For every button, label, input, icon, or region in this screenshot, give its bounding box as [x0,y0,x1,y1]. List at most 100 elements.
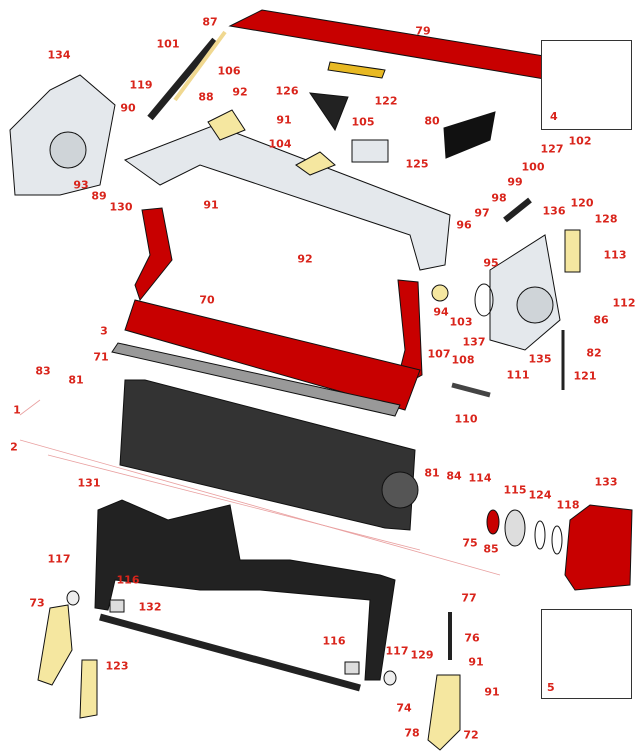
callout-98: 98 [491,191,507,205]
callout-87: 87 [202,15,218,29]
part-87-rod [173,30,227,102]
callout-101: 101 [156,37,180,51]
callout-93: 93 [73,178,89,192]
callout-121: 121 [573,369,597,383]
callout-133: 133 [594,475,618,489]
callout-91: 91 [276,113,292,127]
callout-129: 129 [410,648,434,662]
callout-75: 75 [462,536,478,550]
callout-108: 108 [451,353,475,367]
part-137-oring [474,283,494,317]
part-105-handle [351,139,389,163]
callout-112: 112 [612,296,636,310]
callout-103: 103 [449,315,473,329]
callout-90: 90 [120,101,136,115]
callout-117: 117 [47,552,71,566]
part-135-bearing [516,286,554,324]
callout-116: 116 [116,573,140,587]
callout-114: 114 [468,471,492,485]
part-88-bracket [207,109,246,141]
part-94-cap [431,284,449,302]
callout-111: 111 [506,368,530,382]
part-133-cover [564,504,633,591]
part-115-bearing [504,509,526,547]
callout-132: 132 [138,600,162,614]
kit-4-label: 4 [550,110,558,123]
callout-125: 125 [405,157,429,171]
callout-94: 94 [433,305,449,319]
part-124-ring [534,520,546,550]
callout-119: 119 [129,78,153,92]
part-70-bedbar [124,299,421,411]
part-72-bracket [427,674,461,751]
callout-104: 104 [268,137,292,151]
part-117-bushing-b [383,670,397,686]
callout-92: 92 [297,252,313,266]
callout-89: 89 [91,189,107,203]
callout-2: 2 [10,440,18,454]
part-132-roller [99,613,361,692]
callout-131: 131 [77,476,101,490]
callout-72: 72 [463,728,479,742]
callout-91: 91 [484,685,500,699]
callout-137: 137 [462,335,486,349]
callout-118: 118 [556,498,580,512]
callout-116: 116 [322,634,346,648]
part-118-ring [551,525,563,555]
callout-80: 80 [424,114,440,128]
callout-96: 96 [456,218,472,232]
callout-83: 83 [35,364,51,378]
part-99-bolt [503,197,532,223]
callout-81: 81 [424,466,440,480]
callout-81: 81 [68,373,84,387]
part-110-shaft [451,382,491,398]
callout-79: 79 [415,24,431,38]
part-122-decal [327,61,386,79]
callout-91: 91 [468,655,484,669]
callout-77: 77 [461,591,477,605]
callout-107: 107 [427,347,451,361]
part-134-bearing [49,131,87,169]
part-116-bushing-b [344,661,360,675]
kit-5-box: 5 [541,609,632,699]
part-73-bracket [37,604,73,686]
part-128-shims [564,229,581,273]
part-104-bracket [295,151,336,176]
callout-106: 106 [217,64,241,78]
callout-122: 122 [374,94,398,108]
callout-70: 70 [199,293,215,307]
part-101-roller-shaft [147,37,218,121]
callout-74: 74 [396,701,412,715]
callout-99: 99 [507,175,523,189]
callout-128: 128 [594,212,618,226]
callout-84: 84 [446,469,462,483]
part-117-bushing-a [66,590,80,606]
callout-92: 92 [232,85,248,99]
part-131-roller-bracket [94,499,396,681]
callout-124: 124 [528,488,552,502]
part-reel-end [381,471,419,509]
part-126-deflector [308,92,349,132]
callout-126: 126 [275,84,299,98]
callout-110: 110 [454,412,478,426]
callout-135: 135 [528,352,552,366]
callout-127: 127 [540,142,564,156]
callout-88: 88 [198,90,214,104]
part-125-main-frame [123,124,451,271]
callout-3: 3 [100,324,108,338]
part-reel [119,379,416,531]
callout-134: 134 [47,48,71,62]
part-85-seal [486,509,500,535]
leader-lines [19,399,501,576]
callout-123: 123 [105,659,129,673]
callout-102: 102 [568,134,592,148]
callout-115: 115 [503,483,527,497]
callout-117: 117 [385,644,409,658]
part-70-left-arm [134,207,173,302]
callout-73: 73 [29,596,45,610]
part-116-bushing-a [109,599,125,613]
callout-105: 105 [351,115,375,129]
callout-130: 130 [109,200,133,214]
callout-82: 82 [586,346,602,360]
